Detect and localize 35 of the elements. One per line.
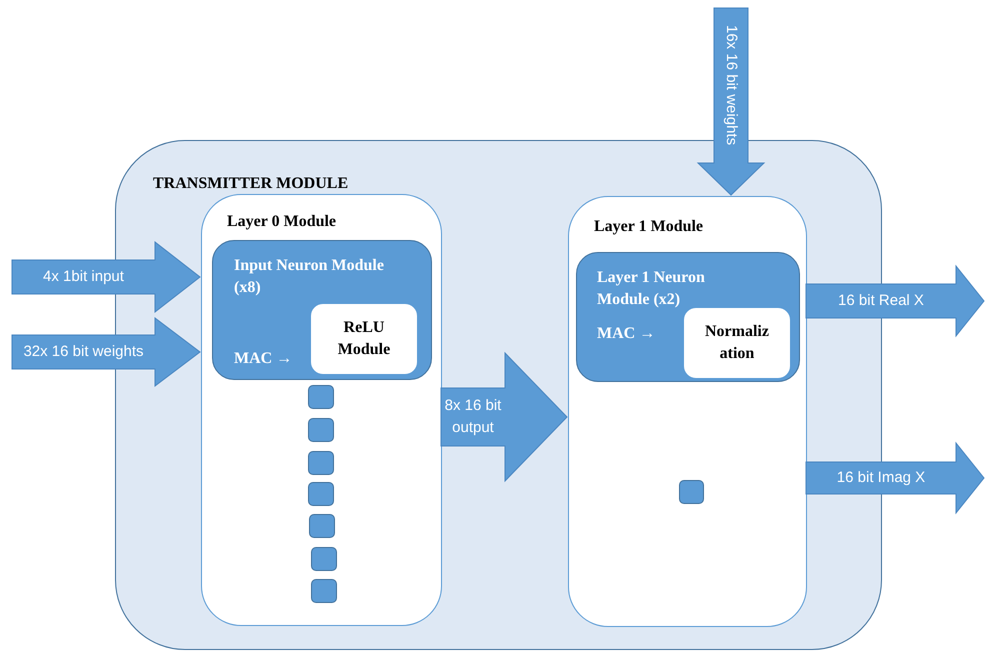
block-arrow	[806, 442, 985, 514]
neuron-block	[308, 418, 334, 442]
normalization-module	[684, 308, 790, 378]
module-title: TRANSMITTER MODULE	[153, 174, 350, 194]
layer-title: Layer 1 Module	[594, 217, 704, 237]
neuron-module	[212, 240, 432, 380]
neuron-block	[308, 482, 334, 506]
edge-label: 16 bit Imag X	[836, 468, 926, 488]
neuron-module	[576, 252, 800, 382]
neuron-block	[309, 514, 335, 538]
block-arrow	[12, 317, 201, 387]
mac-label: MAC →	[597, 324, 656, 344]
edge-label: 8x 16 bit output	[444, 396, 502, 438]
neuron-block	[311, 547, 337, 571]
block-arrow	[806, 264, 985, 338]
edge-label: 32x 16 bit weights	[22, 342, 145, 362]
edge-label: 16x 16 bit weights	[722, 25, 742, 146]
layer-panel	[201, 194, 442, 626]
relu-module	[311, 304, 417, 374]
module-title: ReLU Module	[336, 318, 392, 360]
layer-title: Layer 0 Module	[227, 212, 338, 232]
edge-label: 16 bit Real X	[837, 290, 925, 311]
module-title: Input Neuron Module (x8)	[234, 256, 385, 298]
neuron-block	[679, 480, 704, 504]
edge-label: 4x 1bit input	[42, 266, 125, 287]
neuron-block	[308, 385, 334, 409]
neuron-block	[308, 451, 334, 475]
block-arrow	[12, 240, 201, 314]
module-title: Normaliz ation	[704, 322, 770, 364]
mac-label: MAC →	[234, 349, 294, 369]
layer-panel	[568, 196, 807, 627]
block-arrow	[440, 352, 568, 482]
block-arrow	[696, 8, 766, 196]
module-title: Layer 1 Neuron Module (x2)	[597, 268, 706, 310]
neuron-block	[311, 579, 337, 603]
